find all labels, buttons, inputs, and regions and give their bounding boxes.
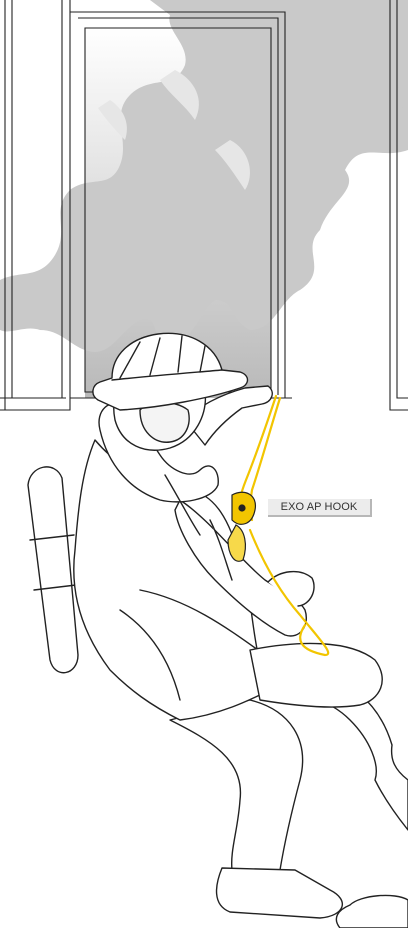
callout-label: EXO AP HOOK	[268, 499, 372, 517]
smoke-cloud	[0, 0, 408, 352]
descender-device	[228, 492, 255, 561]
firefighter-figure	[28, 333, 408, 928]
